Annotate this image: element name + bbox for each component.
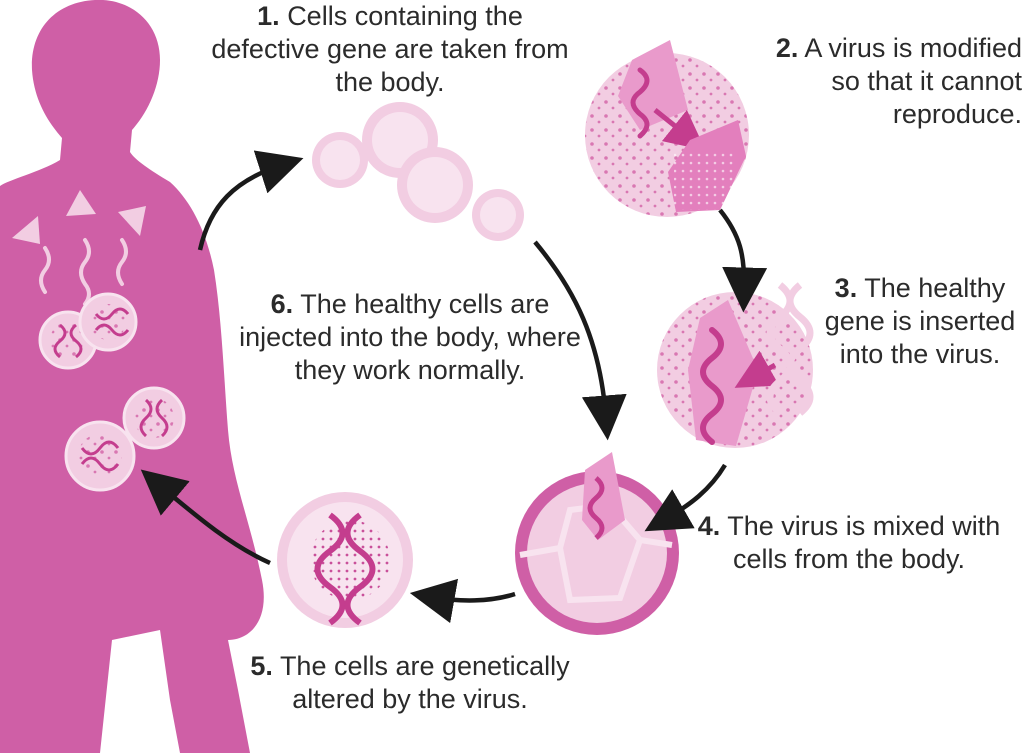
cycle-arrows — [140, 150, 768, 624]
arrow-body-to-1 — [197, 150, 304, 251]
step-1-number: 1. — [257, 1, 280, 31]
extracted-cells — [312, 102, 524, 241]
step-2-text: A virus is modified so that it cannot re… — [804, 33, 1022, 129]
step-6-number: 6. — [270, 289, 294, 319]
step-6-label: 6. The healthy cells are injected into t… — [230, 288, 590, 387]
step-3-label: 3. The healthy gene is inserted into the… — [820, 272, 1020, 371]
altered-cell — [277, 492, 413, 628]
step-5-label: 5. The cells are genetically altered by … — [250, 650, 570, 716]
step-4-number: 4. — [697, 511, 721, 541]
step-3-number: 3. — [834, 273, 858, 303]
body-cell — [78, 292, 138, 352]
arrow-1-to-6 — [533, 240, 627, 441]
arrow-5-to-body — [140, 469, 271, 566]
body-signals — [12, 190, 146, 306]
step-6-text: The healthy cells are injected into the … — [239, 289, 581, 385]
step-1-label: 1. Cells containing the defective gene a… — [210, 0, 570, 99]
arrow-3-to-4 — [644, 463, 727, 532]
human-body-silhouette — [0, 0, 264, 753]
arrow-4-to-5 — [409, 578, 516, 624]
step-2-label: 2. A virus is modified so that it cannot… — [760, 32, 1022, 131]
body-cell — [122, 386, 186, 450]
arrow-2-to-3 — [718, 208, 768, 313]
step-2-number: 2. — [775, 33, 799, 63]
virus-with-gene — [657, 282, 814, 448]
step-5-text: The cells are genetically altered by the… — [279, 651, 570, 714]
step-4-text: The virus is mixed with cells from the b… — [727, 511, 1001, 574]
virus-modification — [585, 40, 749, 217]
step-4-label: 4. The virus is mixed with cells from th… — [690, 510, 1008, 576]
body-cell — [64, 420, 136, 492]
step-5-number: 5. — [250, 651, 273, 681]
step-3-text: The healthy gene is inserted into the vi… — [824, 273, 1016, 369]
virus-entering-cell — [515, 452, 679, 635]
step-1-text: Cells containing the defective gene are … — [211, 1, 569, 97]
